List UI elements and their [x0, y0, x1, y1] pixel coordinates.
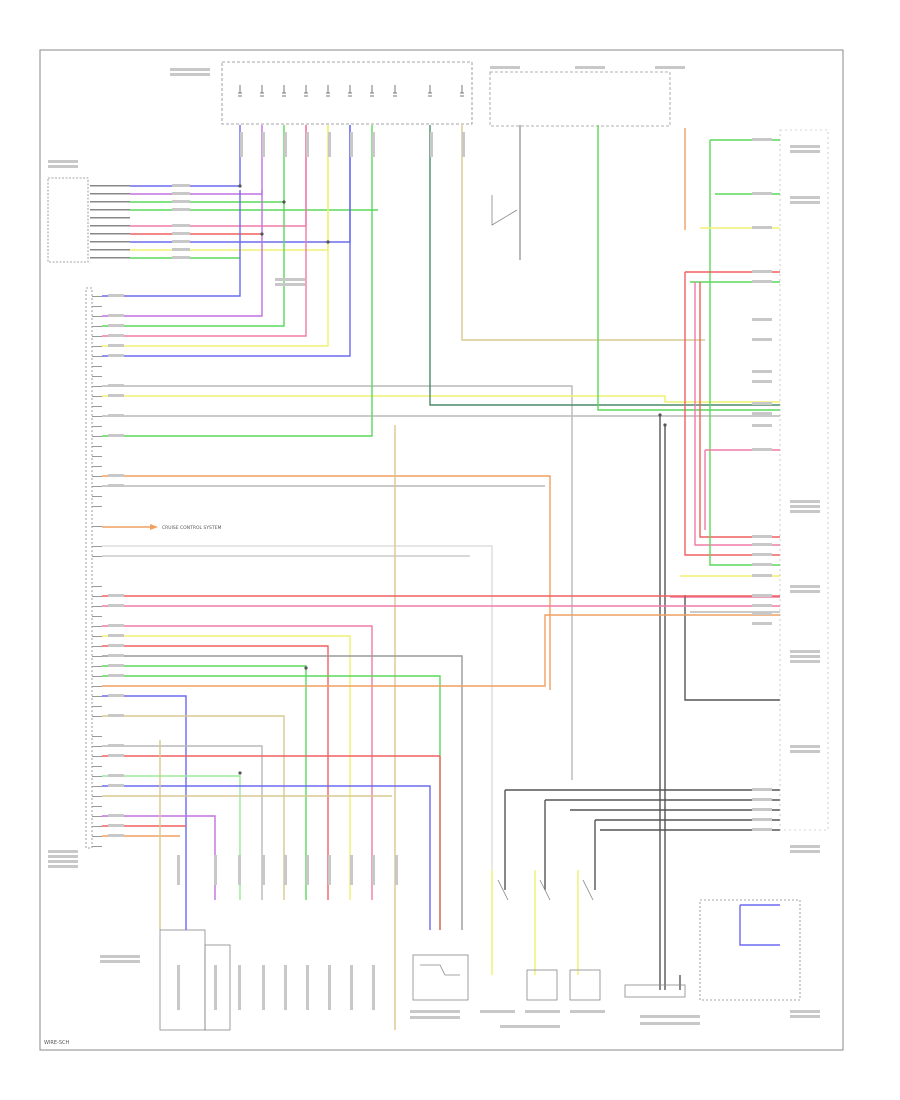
hot-at-all-times-fuse-box — [489, 71, 671, 127]
wires-bottom-right — [491, 789, 780, 990]
wires-tcm-top — [102, 125, 780, 870]
diagram-reference: WIRE-SCH — [44, 1040, 70, 1046]
cruise-control-connector: CRUISE CONTROL SYSTEM — [102, 524, 221, 531]
wires-right-side — [659, 128, 780, 990]
wires-tcm-bottom — [102, 595, 780, 930]
tcm-pin-ticks — [92, 296, 102, 847]
bottom-solenoid-connectors — [159, 899, 801, 1031]
wires-fuse-vertical — [394, 125, 780, 1030]
pin-label-marks — [48, 66, 820, 1028]
fuse-symbols — [238, 85, 464, 97]
right-harness-connector — [779, 129, 829, 831]
input-shaft-speed-sensor-connector — [47, 177, 89, 263]
connector-pins-left — [90, 185, 130, 259]
bottom-vertical-labels — [177, 132, 465, 1010]
diagram-border — [39, 49, 844, 1051]
sensor-symbols — [420, 195, 594, 976]
fuse-relay-box — [221, 61, 473, 125]
transmission-control-module — [85, 287, 93, 849]
wires-upper-left — [130, 125, 378, 259]
cruise-control-label: CRUISE CONTROL SYSTEM — [162, 525, 221, 531]
splice-points — [238, 184, 667, 775]
